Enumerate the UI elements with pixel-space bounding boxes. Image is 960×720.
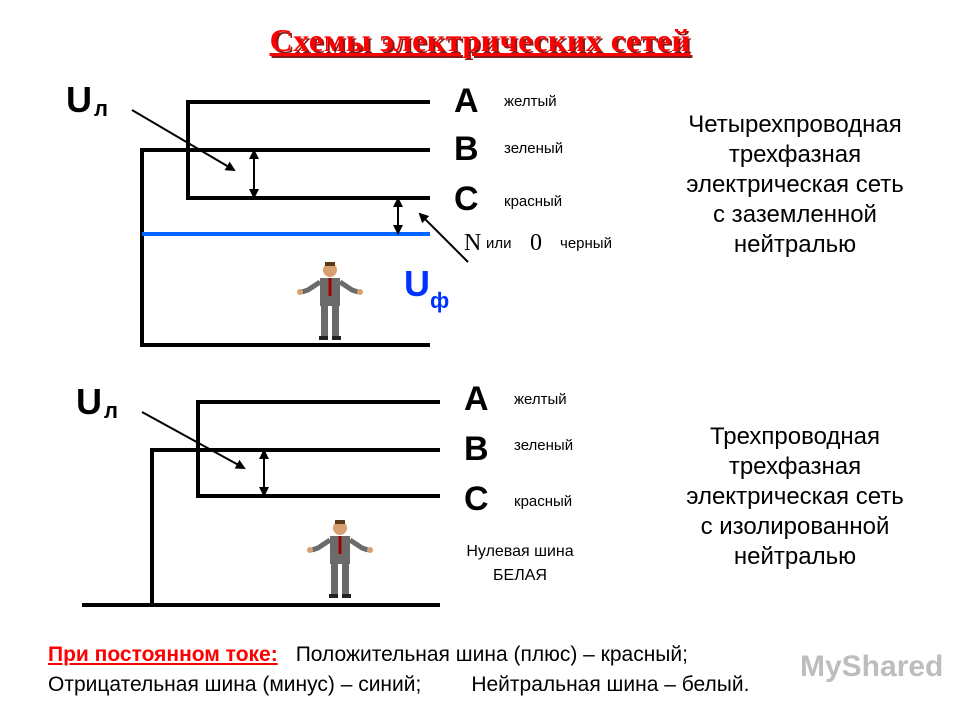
top-ul-subscript: л [94, 96, 108, 121]
bottom-phase-c-color: красный [514, 493, 572, 510]
dc-positive: Положительная шина (плюс) – красный; [295, 643, 688, 666]
bottom-ul-subscript: л [104, 398, 118, 423]
bottom-phase-b-letter: B [464, 430, 489, 468]
bottom-desc-line-1: Трехпроводная [709, 423, 881, 450]
top-desc-line-2: трехфазная [728, 141, 862, 168]
footer-line-1: При постоянном токе: Положительная шина (… [48, 640, 948, 670]
dc-neutral: Нейтральная шина – белый. [471, 673, 750, 696]
bottom-phase-a-letter: A [464, 380, 489, 418]
bottom-scheme: U л A B C желтый зеленый красный Нулевая… [76, 380, 574, 607]
top-phase-a-letter: A [454, 82, 479, 120]
page-title: Схемы электрических сетей [269, 22, 691, 58]
bottom-phase-b-color: зеленый [514, 437, 573, 454]
top-ul-pointer [131, 109, 236, 172]
top-desc-line-5: нейтралью [733, 231, 857, 258]
bottom-wire-b [82, 448, 440, 607]
top-phase-a-color: желтый [504, 93, 557, 110]
footer-line-2: Отрицательная шина (минус) – синий; Нейтр… [48, 670, 948, 700]
top-uf-symbol: U [404, 263, 430, 304]
bottom-ul-symbol: U [76, 381, 102, 422]
footer-dc-colors: При постоянном токе: Положительная шина (… [48, 640, 948, 700]
bottom-desc-line-5: нейтралью [733, 543, 857, 570]
person-figure-bottom [307, 520, 373, 598]
top-neutral-color: черный [560, 235, 612, 252]
top-neutral-or: или [486, 235, 512, 252]
top-uf-pointer [418, 212, 469, 263]
bottom-busbar-label-2: БЕЛАЯ [493, 567, 547, 584]
top-wires [140, 100, 430, 347]
top-neutral-n: N [464, 230, 481, 256]
top-desc-line-4: с заземленной [713, 201, 877, 228]
bottom-desc-line-2: трехфазная [728, 453, 862, 480]
bottom-ul-pointer [141, 411, 246, 469]
top-wire-b [140, 148, 430, 347]
dc-negative: Отрицательная шина (минус) – синий; [48, 673, 422, 696]
top-scheme: U л U ф A B C желтый зеленый красный N и… [66, 79, 612, 347]
top-phase-b-letter: B [454, 130, 479, 168]
dc-title: При постоянном токе: [48, 643, 278, 666]
top-desc-line-1: Четырехпроводная [688, 111, 902, 138]
top-phase-c-letter: C [454, 180, 479, 218]
bottom-desc-line-4: с изолированной [700, 513, 890, 540]
top-neutral-zero: 0 [530, 230, 542, 256]
bottom-phase-a-color: желтый [514, 391, 567, 408]
watermark-logo: MyShared [800, 650, 944, 683]
bottom-scheme-description: Трехпроводная трехфазная электрическая с… [650, 422, 940, 572]
top-desc-line-3: электрическая сеть [686, 171, 904, 198]
top-phase-b-color: зеленый [504, 140, 563, 157]
bottom-desc-line-3: электрическая сеть [686, 483, 904, 510]
top-uf-subscript: ф [430, 288, 449, 313]
top-ul-symbol: U [66, 79, 92, 120]
bottom-busbar-label-1: Нулевая шина [466, 543, 573, 560]
bottom-phase-c-letter: C [464, 480, 489, 518]
top-scheme-description: Четырехпроводная трехфазная электрическа… [650, 110, 940, 260]
person-figure-top [297, 262, 363, 340]
top-phase-c-color: красный [504, 193, 562, 210]
